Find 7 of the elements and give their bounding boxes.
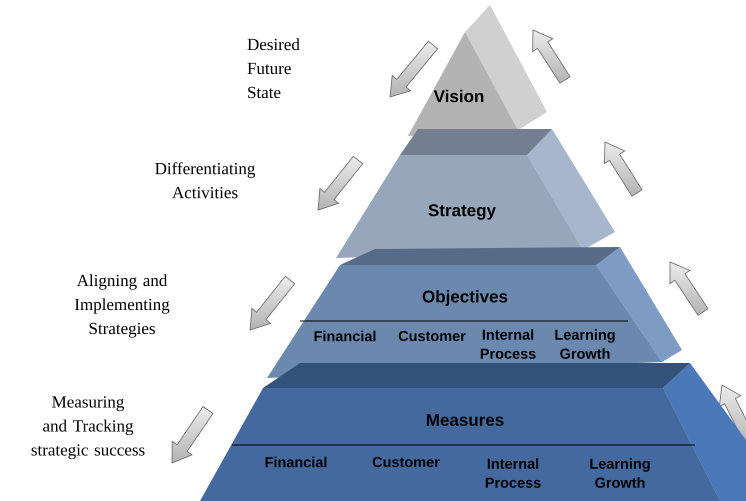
pyramid-tier: Strategy xyxy=(336,129,615,258)
side-note: Differentiating Activities xyxy=(155,162,256,198)
side-note: Aligning and Implementing Strategies xyxy=(74,274,170,338)
side-note: Desired Future State xyxy=(248,38,300,98)
side-note: Measuring and Tracking strategic success xyxy=(32,396,145,460)
pyramid-tier: Measures Financial Customer Internal Process Learning Growth xyxy=(200,363,746,501)
pyramid-tier: Vision xyxy=(408,5,547,136)
